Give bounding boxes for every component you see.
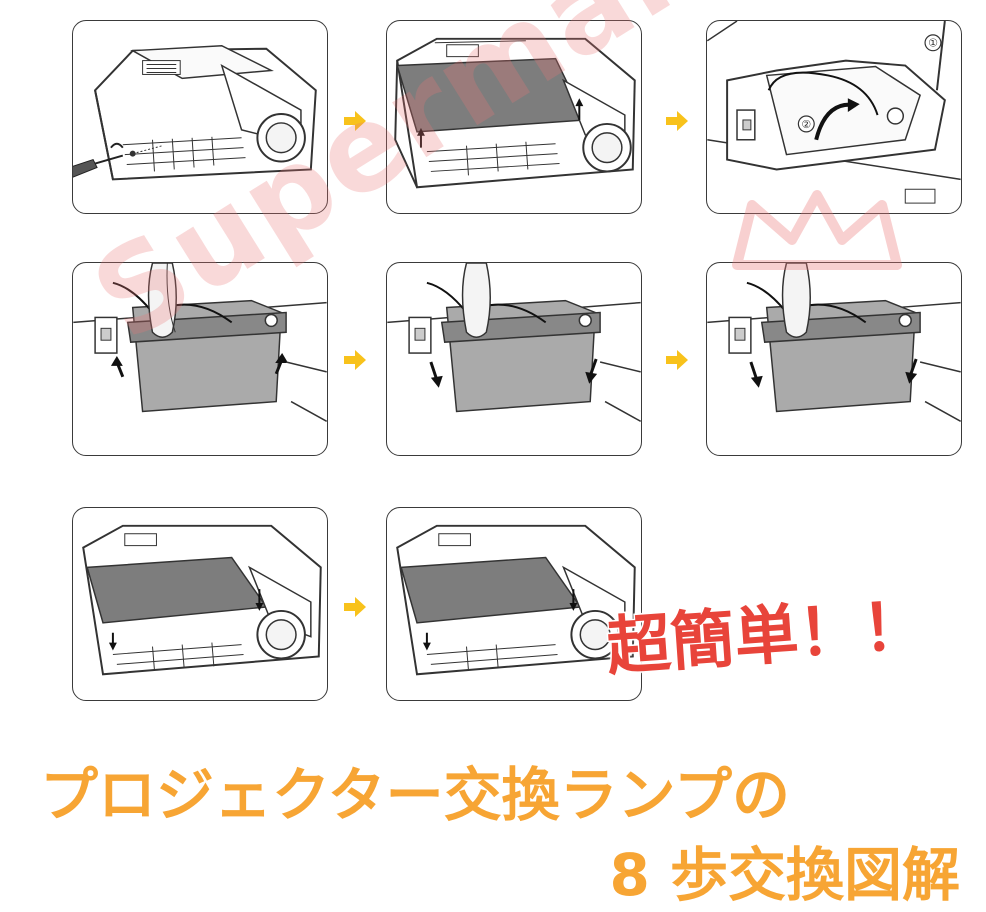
title-line-1: プロジェクター交換ランプの: [40, 761, 790, 829]
lamp-lift-illustration: [73, 263, 327, 422]
step-3-panel: ② ①: [706, 20, 962, 214]
screwdriver-icon: [73, 154, 124, 178]
yellow-arrow-icon: [666, 349, 688, 371]
svg-text:②: ②: [801, 118, 811, 131]
title-line-2: 8 歩交換図解: [609, 841, 960, 909]
projector-cover-open-illustration: [394, 37, 636, 189]
step-5-panel: [386, 262, 642, 456]
easy-callout: 超簡単！！: [603, 587, 930, 686]
lamp-secure-illustration: [707, 263, 961, 422]
svg-text:①: ①: [928, 37, 938, 50]
step-2-panel: [386, 20, 642, 214]
step-4-panel: [72, 262, 328, 456]
cover-secure-illustration: [396, 524, 636, 676]
lamp-screws-illustration: ② ①: [707, 21, 961, 204]
step-1-panel: [72, 20, 328, 214]
step-8-panel: [386, 507, 642, 701]
step-6-panel: [706, 262, 962, 456]
rotate-arrow-icon: [847, 98, 860, 113]
lamp-insert-illustration: [387, 263, 641, 422]
projector-screw-illustration: [73, 44, 317, 181]
yellow-arrow-icon: [666, 110, 688, 132]
yellow-arrow-icon: [344, 596, 366, 618]
yellow-arrow-icon: [344, 110, 366, 132]
cover-close-illustration: [82, 524, 322, 676]
step-7-panel: [72, 507, 328, 701]
yellow-arrow-icon: [344, 349, 366, 371]
